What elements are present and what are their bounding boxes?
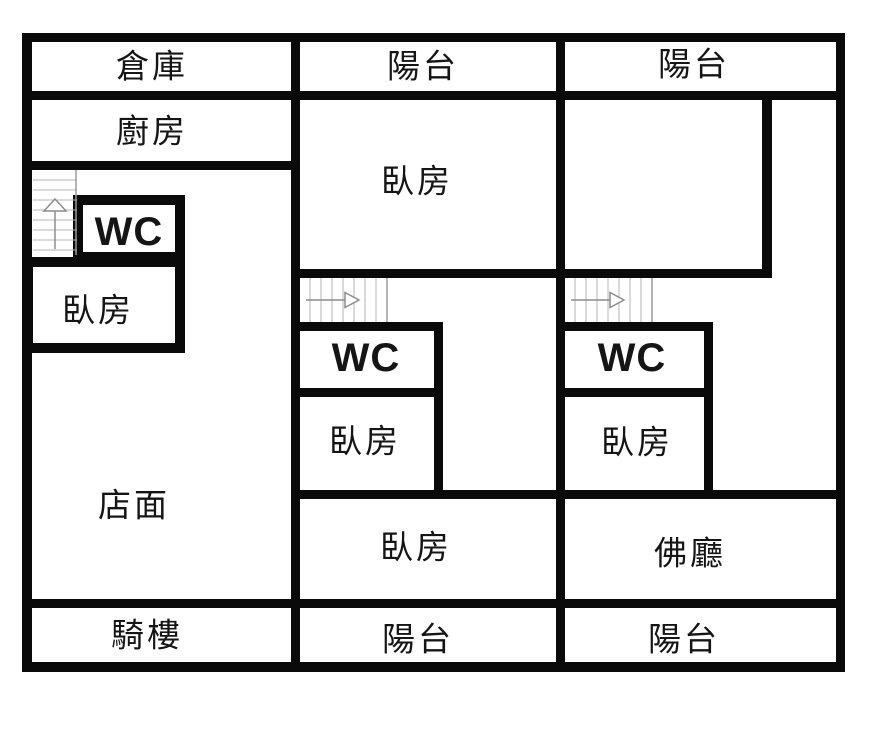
wall-mid-bedrooms-bottom <box>291 269 772 278</box>
room-label-shop: 店面 <box>98 486 170 524</box>
room-label-buddha-hall: 佛廳 <box>654 534 726 572</box>
room-label-storage: 倉庫 <box>116 47 188 85</box>
bedroom-left-room-outline <box>23 257 185 353</box>
room-label-wc-middle: WC <box>331 336 401 380</box>
stair-arrow-right-icon <box>571 291 626 309</box>
room-label-bedroom-middle-large: 臥房 <box>381 162 453 200</box>
room-label-bedroom-left: 臥房 <box>62 291 134 329</box>
wall-middle-block-divider <box>291 388 443 397</box>
wall-divider-right-column <box>556 33 565 672</box>
staircase-left-up <box>33 170 77 255</box>
wall-right-block-top <box>556 322 713 331</box>
staircase-middle-right <box>300 278 388 322</box>
staircase-right-right <box>565 278 653 322</box>
room-label-bedroom-middle-wide: 臥房 <box>380 528 452 566</box>
wall-kitchen-bottom <box>22 161 300 170</box>
wall-right-block-right <box>704 322 713 499</box>
wall-lower-divider <box>291 490 845 499</box>
room-label-arcade: 騎樓 <box>111 616 183 654</box>
room-label-wc-left: WC <box>94 210 164 254</box>
wall-outer-right <box>836 33 845 672</box>
room-label-balcony-top-right: 陽台 <box>658 45 730 83</box>
wall-bottom-row-top <box>22 599 845 608</box>
room-label-wc-right: WC <box>597 336 667 380</box>
room-label-kitchen: 廚房 <box>116 112 188 150</box>
wall-room-right-side <box>762 91 772 278</box>
wall-right-block-divider <box>556 388 713 397</box>
wall-middle-block-right <box>434 322 443 499</box>
wall-outer-top <box>22 33 845 42</box>
wall-outer-bottom <box>22 662 845 672</box>
stair-arrow-right-icon <box>306 291 361 309</box>
wall-middle-block-top <box>291 322 443 331</box>
stair-arrow-up-icon <box>42 197 68 249</box>
room-label-balcony-bottom-right: 陽台 <box>648 620 720 658</box>
room-label-balcony-top-middle: 陽台 <box>387 47 459 85</box>
room-label-balcony-bottom-middle: 陽台 <box>382 620 454 658</box>
room-label-bedroom-right-small: 臥房 <box>601 423 673 461</box>
wall-divider-left-column <box>291 33 300 672</box>
room-label-bedroom-middle-small: 臥房 <box>329 422 401 460</box>
wall-top-row-bottom <box>22 91 845 100</box>
